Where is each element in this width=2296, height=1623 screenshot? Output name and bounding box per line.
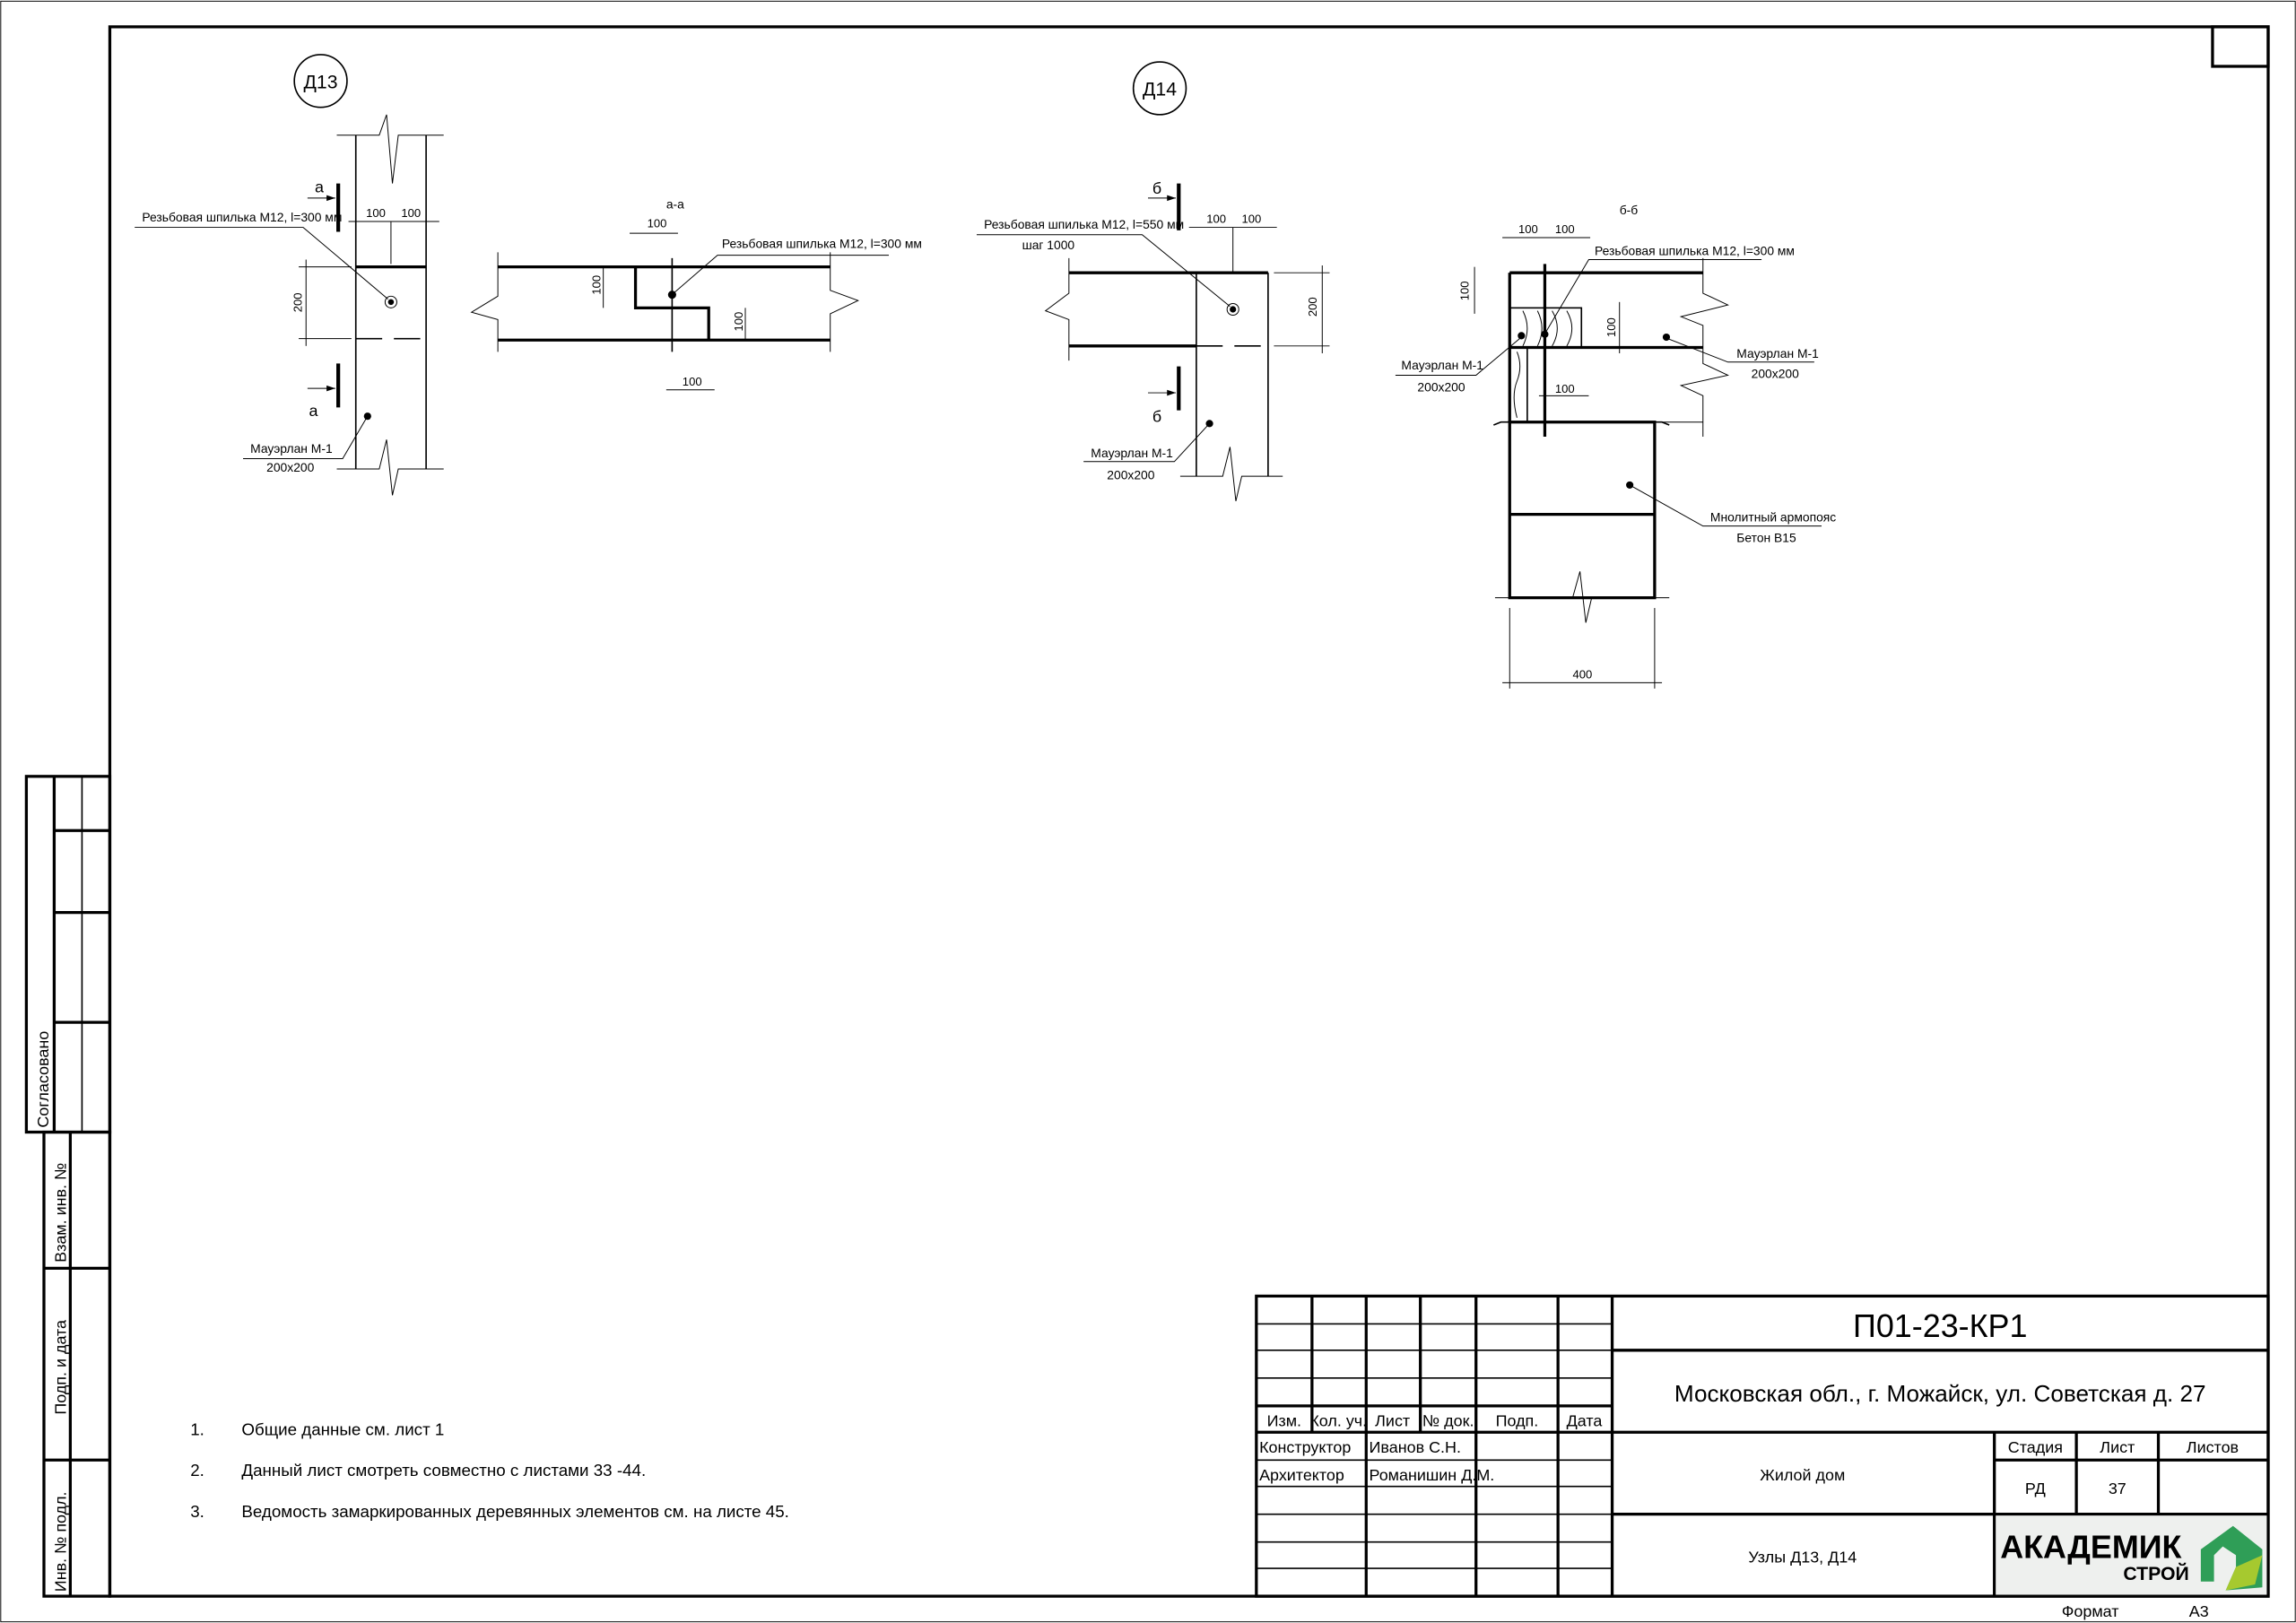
beam-size: 200х200: [1107, 467, 1154, 482]
side-inv-orig: Инв. № подл.: [51, 1491, 69, 1592]
side-sign-date: Подп. и дата: [51, 1320, 69, 1415]
stud-mark: [387, 299, 395, 306]
note-number: 3.: [190, 1502, 204, 1521]
detail-marker-d13: [293, 54, 348, 108]
dim-label: 200: [1306, 297, 1319, 317]
sheet-value: 37: [2109, 1480, 2126, 1497]
object-name: Жилой дом: [1760, 1466, 1845, 1484]
note-number: 1.: [190, 1420, 204, 1439]
dim-label: 100: [648, 217, 667, 230]
break-line: [336, 114, 444, 184]
stud-label: Резьбовая шпилька М12, l=550 мм: [984, 217, 1184, 231]
drawing-frame: [108, 25, 2270, 1598]
header-izm: Изм.: [1267, 1412, 1301, 1430]
dim-label: 100: [401, 206, 421, 220]
note-text: Данный лист смотреть совместно с листами…: [241, 1461, 646, 1480]
sheet-header: Лист: [2100, 1438, 2135, 1456]
dim-label: 100: [1555, 222, 1575, 236]
beam-label: Мауэрлан М-1: [250, 441, 333, 456]
dim-label: 100: [683, 375, 702, 388]
detail-d13: Д13 а а 100 100 200 Резьбовая шпилька М1…: [135, 54, 922, 496]
dim-label: 100: [1518, 222, 1538, 236]
header-list: Лист: [1375, 1412, 1410, 1430]
header-doc-no: № док.: [1422, 1412, 1474, 1430]
section-letter: б: [1152, 408, 1161, 426]
dim-label: 100: [1555, 382, 1575, 395]
concrete-belt: [1508, 421, 1657, 600]
dim-label: 100: [366, 206, 386, 220]
dim-label: 100: [589, 275, 603, 295]
dim-label: 100: [1605, 317, 1618, 337]
header-kol-uch: Кол. уч.: [1309, 1412, 1367, 1430]
beam-size: 200х200: [1752, 367, 1799, 381]
dim-label: 200: [291, 292, 304, 312]
side-stamp: Согласовано Взам. инв. № Подп. и дата Ин…: [24, 775, 112, 1598]
name-constructor: Иванов С.Н.: [1370, 1438, 1461, 1456]
beam-size: 200х200: [1417, 379, 1465, 394]
belt-label: Мнолитный армопояс: [1710, 510, 1836, 525]
logo-sub-text: СТРОЙ: [2123, 1562, 2188, 1584]
logo-main-text: АКАДЕМИК: [2000, 1529, 2181, 1566]
header-date: Дата: [1567, 1412, 1603, 1430]
section-letter: а: [315, 178, 324, 195]
dim-label: 100: [1206, 213, 1226, 226]
stud-label: Резьбовая шпилька М12, l=300 мм: [142, 210, 342, 224]
wood-grain: [1522, 310, 1573, 347]
name-architect: Романишин Д.М.: [1370, 1466, 1495, 1484]
dim-label: 100: [1458, 281, 1472, 300]
general-notes: 1. Общие данные см. лист 1 2. Данный лис…: [190, 1420, 789, 1521]
belt-concrete: Бетон В15: [1736, 531, 1796, 545]
side-agreed: Согласовано: [34, 1031, 52, 1128]
format-label: Формат: [2062, 1602, 2119, 1620]
stud-label: Резьбовая шпилька М12, l=300 мм: [722, 236, 922, 250]
section-title: б-б: [1620, 203, 1639, 217]
project-address: Московская обл., г. Можайск, ул. Советск…: [1674, 1380, 2206, 1407]
title-block: П01-23-КР1 Московская обл., г. Можайск, …: [1255, 1294, 2270, 1620]
role-constructor: Конструктор: [1259, 1438, 1351, 1456]
role-architect: Архитектор: [1259, 1466, 1344, 1484]
project-code: П01-23-КР1: [1853, 1307, 2027, 1344]
detail-marker-d14-label: Д14: [1143, 80, 1177, 100]
stage-header: Стадия: [2008, 1438, 2063, 1456]
beam-label: Мауэрлан М-1: [1401, 358, 1483, 372]
header-sign: Подп.: [1496, 1412, 1539, 1430]
dim-label: 100: [1241, 213, 1261, 226]
format-value: А3: [2189, 1602, 2209, 1620]
beam-size: 200х200: [266, 460, 314, 474]
dim-label: 100: [732, 312, 745, 332]
corner-box: [2211, 25, 2270, 68]
sheets-header: Листов: [2187, 1438, 2239, 1456]
section-letter: а: [309, 402, 317, 420]
detail-d14: Д14 б б 100 100 200 Резьбовая шпилька М1…: [976, 61, 1836, 689]
detail-marker-d14: [1132, 61, 1187, 116]
stud-step: шаг 1000: [1022, 238, 1075, 252]
dim-label: 400: [1572, 667, 1592, 681]
stage-value: РД: [2025, 1480, 2046, 1497]
beam-label: Мауэрлан М-1: [1736, 346, 1819, 360]
note-text: Ведомость замаркированных деревянных эле…: [241, 1502, 789, 1521]
side-replace-inv: Взам. инв. №: [51, 1163, 69, 1263]
company-logo: АКАДЕМИК СТРОЙ: [1996, 1515, 2267, 1595]
note-text: Общие данные см. лист 1: [241, 1420, 444, 1439]
section-title: а-а: [666, 196, 684, 211]
detail-marker-d13-label: Д13: [304, 72, 338, 92]
sheet-title: Узлы Д13, Д14: [1748, 1549, 1857, 1567]
break-line: [336, 439, 444, 496]
stud-label: Резьбовая шпилька М12, l=300 мм: [1595, 244, 1795, 258]
note-number: 2.: [190, 1461, 204, 1480]
section-letter: б: [1152, 179, 1161, 197]
beam-label: Мауэрлан М-1: [1091, 446, 1173, 460]
